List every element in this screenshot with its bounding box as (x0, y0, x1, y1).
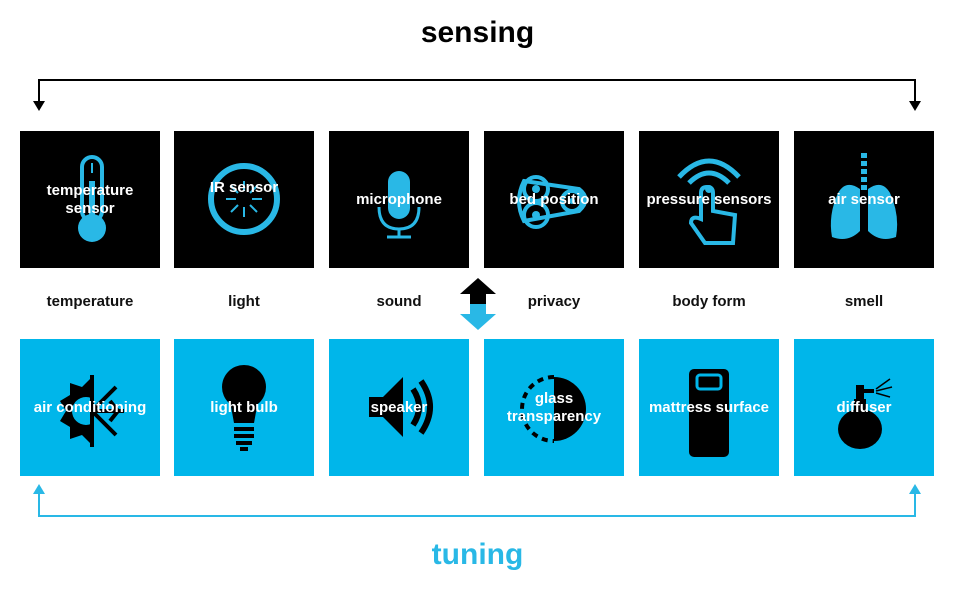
lungs-icon (830, 153, 898, 239)
light-bulb-icon (222, 365, 266, 451)
bed-position-icon (517, 175, 588, 229)
tuning-title: tuning (431, 538, 524, 571)
tile-air-sensor: air sensor (794, 131, 934, 268)
perfume-bottle-icon (838, 378, 893, 449)
tile-label: air sensor (828, 190, 900, 208)
tile-microphone: microphone (329, 131, 469, 268)
tile-label: mattress surface (648, 398, 770, 416)
tile-label: glass transparency (506, 389, 602, 425)
category-label: sound (376, 293, 422, 310)
pressure-hand-icon (677, 158, 741, 245)
tile-label: microphone (356, 190, 442, 208)
tile-label: temperature sensor (46, 181, 134, 217)
tuning-arrowhead-left (33, 484, 45, 494)
sensing-arrowhead-left (33, 101, 45, 111)
tile-speaker: speaker (329, 339, 469, 476)
tile-mattress-surface: mattress surface (639, 339, 779, 476)
category-label: body form (672, 293, 746, 310)
tile-ir-sensor: IR sensor (174, 131, 314, 268)
tuning-arrowhead-right (909, 484, 921, 494)
tile-label: IR sensor (209, 178, 279, 196)
mattress-icon (689, 369, 729, 457)
category-label: smell (844, 293, 884, 310)
microphone-icon (377, 171, 421, 239)
sensing-bracket-arrow (38, 79, 916, 108)
category-label: temperature (46, 293, 134, 310)
sensing-arrowhead-right (909, 101, 921, 111)
tile-pressure-sensors: pressure sensors (639, 131, 779, 268)
speaker-icon (369, 377, 433, 437)
tile-diffuser: diffuser (794, 339, 934, 476)
tile-bed-position: bed position (484, 131, 624, 268)
tile-light-bulb: light bulb (174, 339, 314, 476)
category-label: light (228, 293, 260, 310)
tile-label: diffuser (836, 398, 892, 416)
ir-sensor-icon (208, 163, 280, 235)
up-down-arrow-icon (460, 278, 496, 330)
tile-label: pressure sensors (646, 190, 772, 208)
half-circle-icon (520, 375, 586, 443)
tile-label: speaker (370, 398, 428, 416)
sun-snowflake-icon (60, 375, 124, 447)
category-label: privacy (527, 293, 581, 310)
tuning-bracket-arrow (38, 490, 916, 517)
tile-temperature-sensor: temperature sensor (20, 131, 160, 268)
tile-glass-transparency: glass transparency (484, 339, 624, 476)
sensing-title: sensing (420, 16, 535, 49)
tile-label: bed position (509, 190, 599, 208)
tile-air-conditioning: air conditioning (20, 339, 160, 476)
tile-label: light bulb (210, 398, 278, 416)
tile-label: air conditioning (33, 398, 147, 416)
thermometer-icon (78, 155, 106, 242)
